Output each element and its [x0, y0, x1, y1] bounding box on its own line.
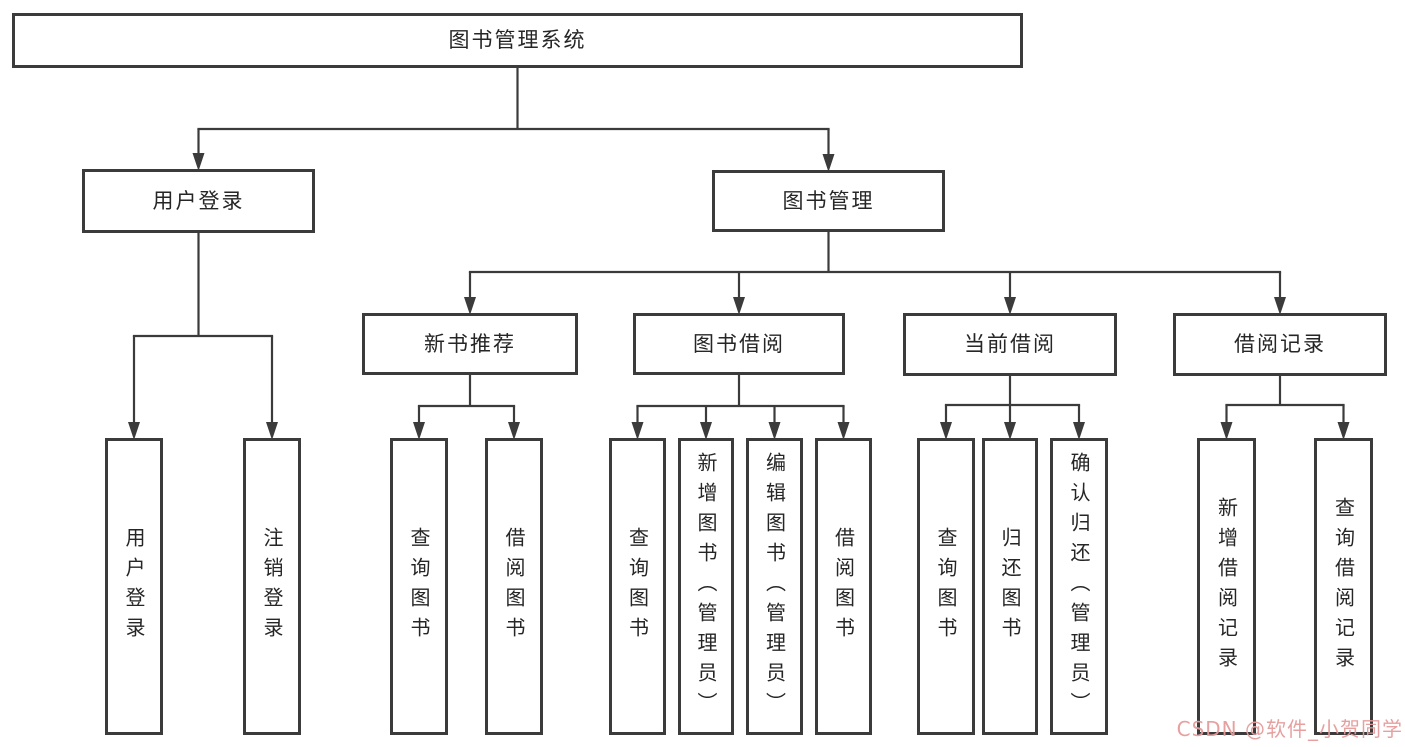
arrowhead-icon	[1337, 422, 1350, 440]
arrowhead-icon	[822, 154, 835, 172]
arrowhead-icon	[700, 422, 712, 440]
node-leaf-cb-return: 归还图书	[982, 438, 1038, 735]
node-leaf-bb-borrow: 借阅图书	[815, 438, 872, 735]
arrowhead-icon	[508, 422, 520, 440]
node-leaf-bb-edit: 编辑图书（管理员）	[746, 438, 803, 735]
arrowhead-icon	[266, 422, 278, 440]
node-leaf-br-query: 查询借阅记录	[1314, 438, 1373, 735]
arrowhead-icon	[631, 422, 644, 440]
arrowhead-icon	[413, 422, 425, 440]
arrowhead-icon	[1220, 422, 1233, 440]
node-label-leaf-bb-borrow: 借阅图书	[831, 526, 856, 647]
arrowhead-icon	[768, 422, 781, 440]
arrowhead-icon	[192, 153, 205, 171]
arrowhead-icon	[1073, 422, 1085, 440]
node-label-leaf-bb-query: 查询图书	[625, 526, 650, 647]
node-label-leaf-cb-return: 归还图书	[998, 526, 1022, 647]
node-current-borrow: 当前借阅	[903, 313, 1117, 376]
arrowhead-icon	[1274, 297, 1286, 315]
node-label-leaf-cb-query: 查询图书	[934, 526, 958, 647]
watermark: CSDN @软件_小贺同学	[1176, 717, 1403, 741]
arrowhead-icon	[128, 422, 140, 440]
node-label-leaf-cb-confirm: 确认归还（管理员）	[1067, 451, 1091, 722]
node-label-book-mgmt: 图书管理	[782, 188, 875, 213]
node-leaf-bb-add: 新增图书（管理员）	[678, 438, 734, 735]
node-label-user-login: 用户登录	[152, 188, 245, 213]
arrowhead-icon	[733, 297, 745, 315]
node-label-leaf-bb-edit: 编辑图书（管理员）	[762, 451, 787, 722]
node-user-login: 用户登录	[82, 169, 315, 233]
node-label-new-book-rec: 新书推荐	[424, 331, 516, 356]
arrowhead-icon	[464, 297, 476, 315]
arrowhead-icon	[837, 422, 850, 440]
node-leaf-cb-confirm: 确认归还（管理员）	[1050, 438, 1108, 735]
node-label-leaf-bb-add: 新增图书（管理员）	[694, 451, 718, 722]
node-book-borrow: 图书借阅	[633, 313, 845, 375]
node-leaf-nbr-borrow: 借阅图书	[485, 438, 543, 735]
arrowhead-icon	[1004, 422, 1016, 440]
node-leaf-cb-query: 查询图书	[917, 438, 975, 735]
node-label-current-borrow: 当前借阅	[964, 332, 1056, 356]
node-root: 图书管理系统	[12, 13, 1023, 68]
node-new-book-rec: 新书推荐	[362, 313, 578, 375]
node-label-leaf-nbr-borrow: 借阅图书	[502, 526, 526, 647]
node-label-borrow-record: 借阅记录	[1234, 332, 1326, 356]
node-label-leaf-nbr-query: 查询图书	[407, 526, 431, 647]
arrowhead-icon	[1004, 297, 1016, 315]
node-leaf-logout: 注销登录	[243, 438, 301, 735]
node-leaf-br-add: 新增借阅记录	[1197, 438, 1256, 735]
node-leaf-user-login: 用户登录	[105, 438, 163, 735]
node-label-book-borrow: 图书借阅	[693, 331, 785, 356]
node-borrow-record: 借阅记录	[1173, 313, 1387, 376]
node-leaf-bb-query: 查询图书	[609, 438, 666, 735]
node-label-leaf-br-add: 新增借阅记录	[1214, 496, 1239, 677]
node-book-mgmt: 图书管理	[712, 170, 945, 232]
node-leaf-nbr-query: 查询图书	[390, 438, 448, 735]
node-label-leaf-user-login: 用户登录	[122, 526, 146, 647]
node-label-leaf-logout: 注销登录	[260, 526, 284, 647]
node-label-root: 图书管理系统	[448, 28, 587, 52]
node-label-leaf-br-query: 查询借阅记录	[1331, 496, 1356, 677]
arrowhead-icon	[940, 422, 952, 440]
